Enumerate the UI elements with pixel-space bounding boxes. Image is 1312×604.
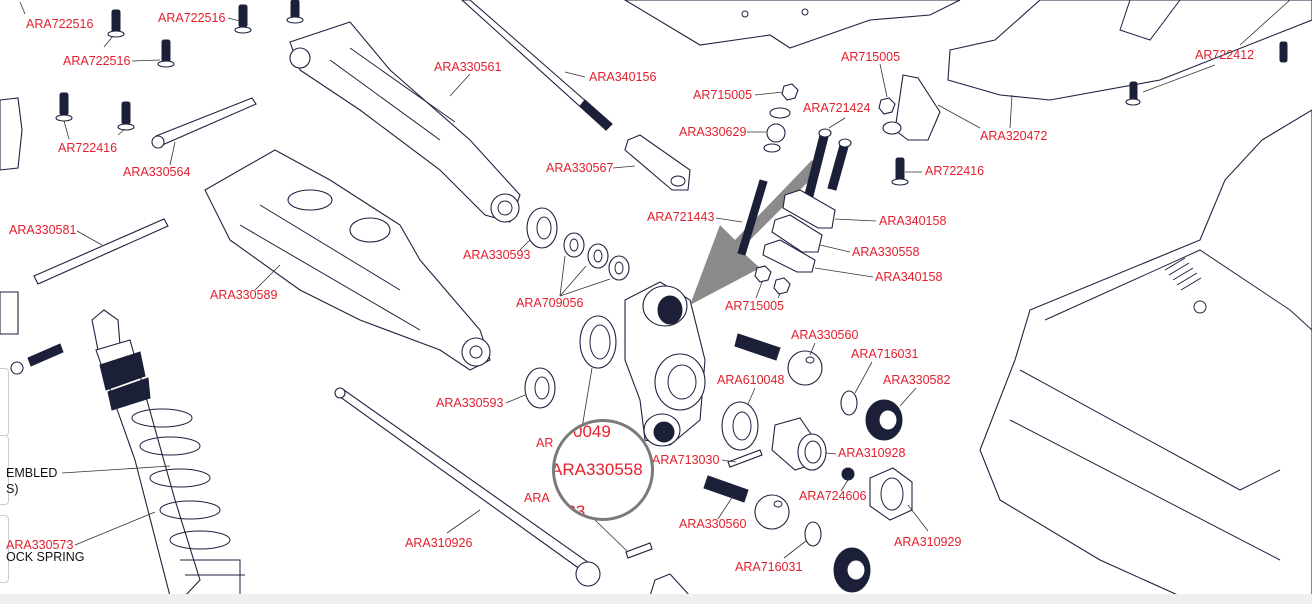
ball-stud-top bbox=[763, 107, 791, 153]
body-shell-upper bbox=[947, 0, 1312, 101]
part-label: AR722412 bbox=[1195, 48, 1255, 62]
part-label: ARA330582 bbox=[883, 373, 951, 387]
part-label: ARA320472 bbox=[980, 129, 1048, 143]
vent-slots bbox=[1164, 257, 1202, 291]
screws-long bbox=[737, 128, 852, 256]
chassis-plate bbox=[623, 0, 961, 49]
partial-block bbox=[0, 291, 19, 335]
shock-spring-name: OCK SPRING bbox=[6, 550, 85, 564]
part-label: ARA310928 bbox=[838, 446, 906, 460]
hinge-pin-left bbox=[33, 218, 169, 285]
hub-carrier bbox=[624, 281, 706, 447]
magnifier-text-top: 0049 bbox=[573, 422, 611, 441]
nuts bbox=[754, 83, 896, 295]
leader-lines bbox=[19, 0, 1291, 559]
partial-bracket bbox=[0, 97, 23, 171]
bearing-upper bbox=[526, 207, 558, 249]
body-shell-front bbox=[979, 109, 1312, 596]
pin-bottom bbox=[625, 542, 653, 559]
part-label: ARA709056 bbox=[516, 296, 584, 310]
bottom-scroll-bar[interactable] bbox=[0, 594, 1312, 604]
part-label: ARA722516 bbox=[158, 11, 226, 25]
part-label: ARA330560 bbox=[679, 517, 747, 531]
part-label: ARA721443 bbox=[647, 210, 715, 224]
part-label-partial: AR bbox=[536, 436, 554, 450]
part-label: ARA722516 bbox=[63, 54, 131, 68]
part-label: AR722416 bbox=[58, 141, 118, 155]
part-label-partial: ARA bbox=[524, 491, 550, 505]
shock-spring-code: ARA330573 bbox=[6, 538, 74, 552]
shock-tower-bracket bbox=[882, 74, 941, 141]
set-screw bbox=[841, 467, 855, 481]
part-label: ARA330567 bbox=[546, 161, 614, 175]
turnbuckle-rod bbox=[461, 0, 613, 131]
part-label: ARA310929 bbox=[894, 535, 962, 549]
shock-absorber bbox=[91, 309, 245, 596]
part-label: ARA722516 bbox=[26, 17, 94, 31]
lower-suspension-arm bbox=[204, 149, 491, 371]
hinge-pin-long bbox=[151, 97, 257, 149]
bearing-large bbox=[579, 315, 617, 369]
part-label: ARA330561 bbox=[434, 60, 502, 74]
pin-small bbox=[727, 449, 763, 468]
ball-stud-lower-right bbox=[703, 475, 790, 530]
plug-upper bbox=[865, 399, 903, 441]
screws-top-left bbox=[55, 0, 304, 131]
bearing-right bbox=[721, 401, 759, 451]
hex-adapter bbox=[771, 417, 827, 471]
partial-part-bottom bbox=[649, 573, 691, 596]
magnifier-text-bottom: 033 bbox=[557, 502, 586, 521]
part-label: ARA330558 bbox=[852, 245, 920, 259]
assembled-shock-label-line1: EMBLED bbox=[6, 466, 58, 480]
camber-blocks bbox=[762, 189, 836, 273]
part-label: ARA713030 bbox=[652, 453, 720, 467]
part-label: AR715005 bbox=[841, 50, 901, 64]
side-panel-1[interactable] bbox=[0, 368, 9, 436]
part-label: ARA716031 bbox=[851, 347, 919, 361]
part-label: ARA724606 bbox=[799, 489, 867, 503]
o-ring-lower bbox=[804, 521, 822, 547]
part-label: AR715005 bbox=[693, 88, 753, 102]
assembled-shock-label-line2: S) bbox=[6, 482, 19, 496]
part-label: ARA330589 bbox=[210, 288, 278, 302]
part-label: ARA330629 bbox=[679, 125, 747, 139]
part-label: ARA330564 bbox=[123, 165, 191, 179]
o-ring-upper bbox=[840, 390, 858, 416]
part-label: ARA330593 bbox=[463, 248, 531, 262]
part-label: AR722416 bbox=[925, 164, 985, 178]
rod-end bbox=[624, 134, 691, 191]
part-label: ARA721424 bbox=[803, 101, 871, 115]
part-label: ARA340158 bbox=[875, 270, 943, 284]
shims bbox=[563, 232, 630, 281]
part-label: ARA330560 bbox=[791, 328, 859, 342]
lock-nut bbox=[869, 467, 913, 521]
part-label: ARA716031 bbox=[735, 560, 803, 574]
ball-stud-upper-right bbox=[734, 333, 823, 386]
plug-lower bbox=[833, 547, 871, 593]
magnifier-text-main: ARA330558 bbox=[552, 460, 643, 479]
part-label: AR715005 bbox=[725, 299, 785, 313]
shock-screw bbox=[10, 343, 64, 375]
part-label: ARA330581 bbox=[9, 223, 77, 237]
part-label: ARA340156 bbox=[589, 70, 657, 84]
bearing-lower-left bbox=[524, 367, 556, 409]
part-label: ARA340158 bbox=[879, 214, 947, 228]
part-label: ARA330593 bbox=[436, 396, 504, 410]
side-panel-2[interactable] bbox=[0, 435, 9, 505]
magnifier-lens: 0049 ARA330558 033 bbox=[552, 419, 654, 521]
part-label: ARA610048 bbox=[717, 373, 785, 387]
part-label: ARA310926 bbox=[405, 536, 473, 550]
drive-shaft bbox=[334, 387, 601, 587]
upper-suspension-arm bbox=[289, 21, 521, 223]
side-panel-3[interactable] bbox=[0, 515, 9, 583]
screws-right bbox=[891, 41, 1288, 186]
